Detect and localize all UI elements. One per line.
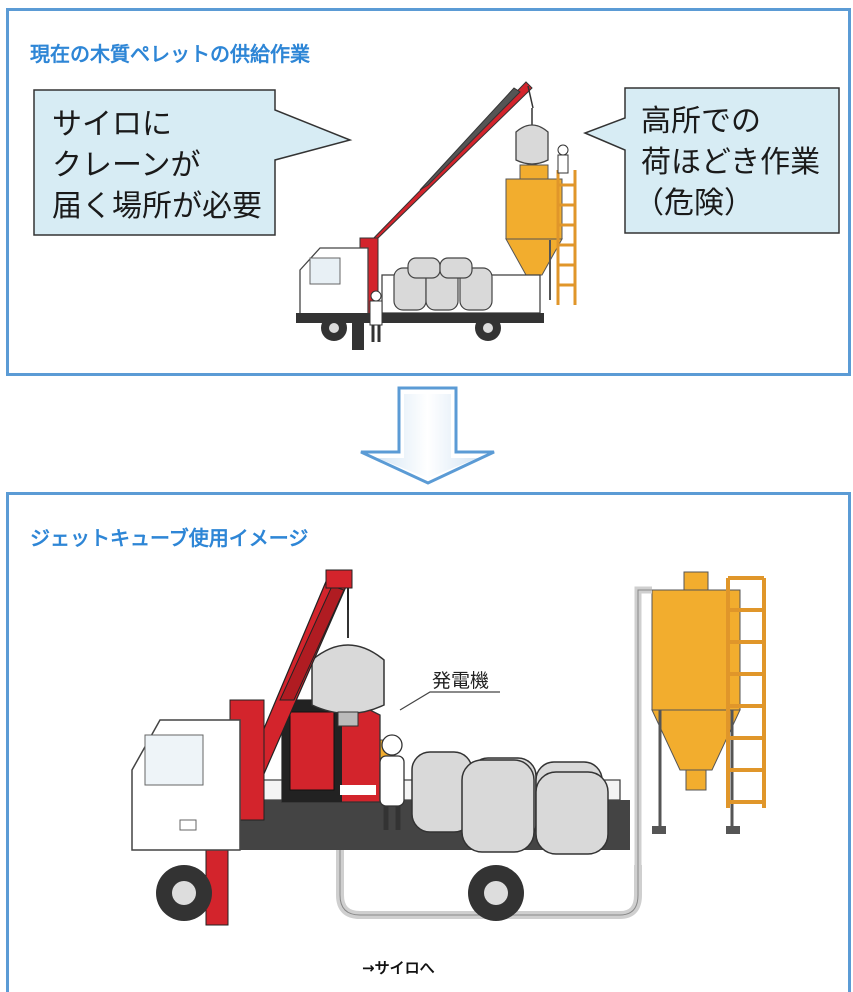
generator-leader-line bbox=[399, 691, 500, 711]
bottom-generator bbox=[281, 699, 381, 803]
bottom-ladder bbox=[726, 576, 766, 808]
top-bags-on-bed bbox=[393, 257, 493, 311]
top-ladder bbox=[556, 170, 577, 305]
callout-right-line1: 高所での bbox=[641, 104, 761, 139]
callout-left-bubble bbox=[33, 89, 353, 236]
down-arrow bbox=[360, 386, 495, 485]
top-truck-chassis bbox=[296, 313, 544, 323]
bottom-worker bbox=[379, 734, 405, 830]
top-panel-title: 現在の木質ペレットの供給作業 bbox=[30, 42, 310, 66]
callout-right-line2: 荷ほどき作業 bbox=[641, 145, 821, 180]
bottom-silo bbox=[634, 571, 741, 865]
callout-left-line1: サイロに bbox=[52, 107, 172, 142]
bottom-caption: →サイロへ bbox=[362, 959, 435, 977]
callout-left-line2: クレーンが bbox=[52, 148, 201, 183]
top-ground-worker bbox=[369, 290, 383, 342]
callout-left-line3: 届く場所が必要 bbox=[52, 189, 262, 224]
bottom-hanging-bag bbox=[311, 608, 385, 727]
top-truck-crane-illustration bbox=[296, 81, 577, 350]
bottom-bags bbox=[411, 751, 609, 855]
generator-label: 発電機 bbox=[432, 670, 490, 692]
top-hanging-bag bbox=[515, 108, 549, 165]
callout-right-bubble bbox=[582, 87, 840, 234]
top-crane-boom bbox=[352, 81, 534, 350]
callout-right-line3: （危険） bbox=[634, 186, 754, 221]
bottom-panel-title: ジェットキューブ使用イメージ bbox=[30, 526, 309, 550]
top-worker-on-silo bbox=[557, 144, 569, 174]
